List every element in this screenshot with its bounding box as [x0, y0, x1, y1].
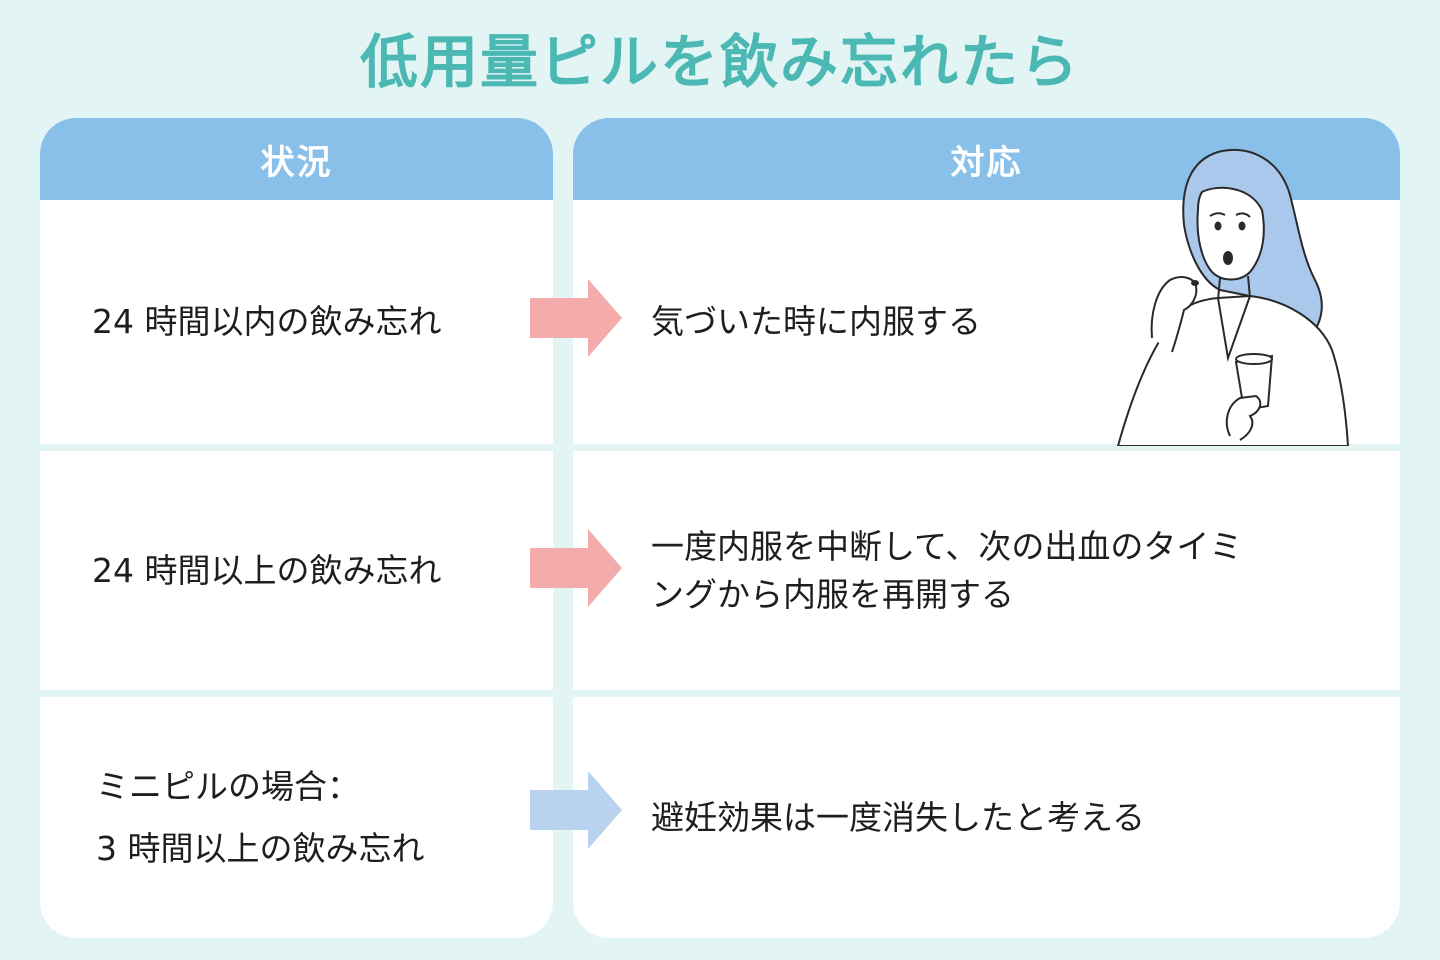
right-arrow-icon — [530, 529, 622, 607]
situation-cell-1: 24 時間以内の飲み忘れ — [40, 200, 553, 444]
response-cell-3: 避妊効果は一度消失したと考える — [573, 697, 1400, 938]
row-divider — [40, 690, 553, 697]
situation-text: 3 時間以上の飲み忘れ — [96, 828, 425, 868]
situation-panel: 状況 24 時間以内の飲み忘れ 24 時間以上の飲み忘れ ミニピルの場合： 3 … — [40, 118, 553, 938]
right-arrow-icon — [530, 279, 622, 357]
woman-taking-pill-illustration — [1116, 148, 1350, 446]
row-divider — [573, 690, 1400, 697]
page-title: 低用量ピルを飲み忘れたら — [359, 28, 1080, 96]
response-cell-1: 気づいた時に内服する — [573, 200, 1400, 444]
response-cell-2: 一度内服を中断して、次の出血のタイミ ングから内服を再開する — [573, 451, 1400, 690]
row-divider — [40, 444, 553, 451]
situation-text: ミニピルの場合： — [96, 766, 360, 806]
response-text: 気づいた時に内服する — [651, 302, 981, 341]
situation-text: 24 時間以内の飲み忘れ — [92, 302, 442, 341]
situation-header: 状況 — [40, 118, 553, 200]
row-divider — [573, 444, 1400, 451]
situation-cell-2: 24 時間以上の飲み忘れ — [40, 451, 553, 690]
response-text: 一度内服を中断して、次の出血のタイミ — [651, 526, 1243, 566]
response-text: 避妊効果は一度消失したと考える — [651, 797, 1146, 837]
situation-text: 24 時間以上の飲み忘れ — [92, 550, 442, 590]
situation-cell-3: ミニピルの場合： 3 時間以上の飲み忘れ — [40, 697, 553, 938]
response-text: ングから内服を再開する — [651, 574, 1014, 614]
right-arrow-icon — [530, 771, 622, 849]
